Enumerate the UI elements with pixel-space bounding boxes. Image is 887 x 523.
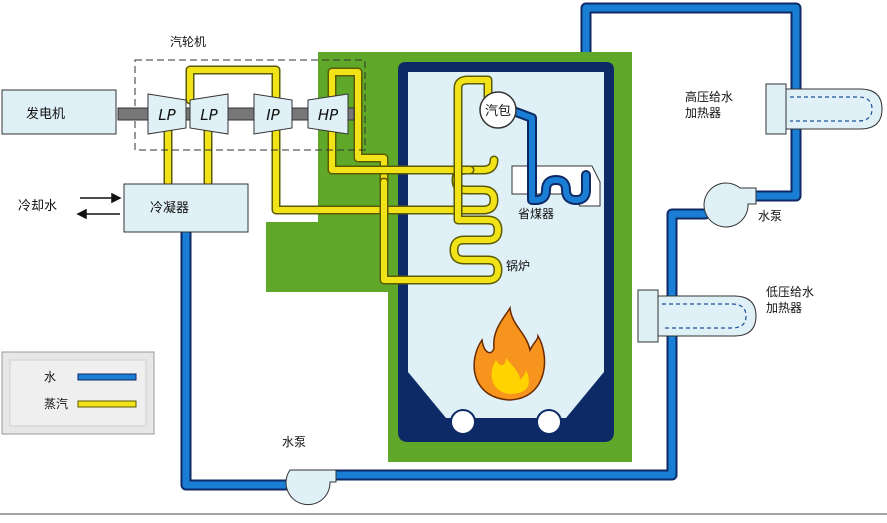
boiler-wheel-right bbox=[536, 409, 562, 435]
cooling-water-arrows bbox=[76, 192, 122, 220]
boiler-label: 锅炉 bbox=[506, 258, 530, 273]
economizer-label: 省煤器 bbox=[518, 207, 554, 221]
pump-icon bbox=[285, 469, 337, 506]
legend-steam-swatch bbox=[77, 400, 137, 408]
turbine-stage-label: HP bbox=[318, 106, 339, 124]
pump-lower bbox=[285, 469, 337, 506]
lp-heater-label-1: 低压给水 bbox=[766, 285, 814, 299]
turbine-stage-lp-2: LP bbox=[189, 93, 229, 135]
legend-water-swatch bbox=[77, 373, 137, 381]
drum-label: 汽包 bbox=[485, 104, 511, 119]
steam-drum: 汽包 bbox=[479, 91, 517, 129]
pump-lower-label: 水泵 bbox=[282, 435, 306, 449]
steam-pipes bbox=[163, 65, 503, 285]
lp-heater-label-2: 加热器 bbox=[766, 301, 802, 315]
generator-label: 发电机 bbox=[26, 106, 65, 122]
turbine-stage-ip: IP bbox=[253, 93, 293, 135]
turbine-stage-lp-1: LP bbox=[147, 93, 187, 135]
pump-icon bbox=[703, 182, 757, 228]
generator: 发电机 bbox=[1, 89, 117, 135]
turbine-stage-label: LP bbox=[200, 106, 218, 124]
hp-heater-label-1: 高压给水 bbox=[685, 89, 733, 104]
flame-icon bbox=[473, 305, 546, 401]
turbine-stage-label: IP bbox=[266, 106, 280, 124]
hp-heater-label-2: 加热器 bbox=[685, 106, 721, 120]
turbine-stage-label: LP bbox=[158, 106, 176, 124]
legend-water-label: 水 bbox=[44, 370, 56, 384]
turbine-assembly: 汽轮机 LP LP IP HP bbox=[117, 34, 366, 151]
turbine-dashed-frame bbox=[134, 59, 366, 151]
boiler-wheel-left bbox=[450, 409, 476, 435]
legend: 水 蒸汽 bbox=[1, 351, 155, 435]
hp-feedwater-heater bbox=[765, 83, 883, 135]
lp-feedwater-heater bbox=[637, 289, 757, 343]
pump-upper-label: 水泵 bbox=[758, 209, 782, 223]
legend-steam-label: 蒸汽 bbox=[44, 396, 68, 411]
economizer bbox=[511, 107, 601, 207]
turbine-title: 汽轮机 bbox=[170, 34, 206, 49]
cooling-water-label: 冷却水 bbox=[18, 199, 57, 214]
condenser-label: 冷凝器 bbox=[150, 200, 189, 216]
turbine-stage-hp: HP bbox=[307, 93, 349, 135]
water-pipes bbox=[180, 2, 802, 491]
condenser: 冷凝器 bbox=[123, 183, 249, 233]
pump-upper bbox=[703, 182, 757, 228]
